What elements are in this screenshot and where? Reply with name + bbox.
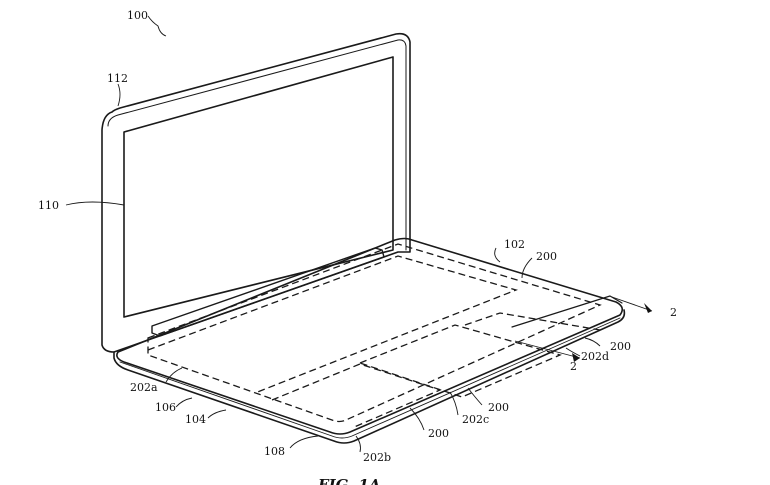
label-202a: 202a xyxy=(130,381,158,394)
region-202a xyxy=(147,255,519,394)
section-line xyxy=(514,296,653,362)
leader-lines xyxy=(65,15,601,453)
base xyxy=(113,237,626,444)
input-regions xyxy=(147,243,602,429)
label-200-mid: 200 xyxy=(488,401,509,414)
label-200-low: 200 xyxy=(428,427,449,440)
label-110: 110 xyxy=(38,199,59,212)
label-200-right: 200 xyxy=(610,340,631,353)
label-200-top: 200 xyxy=(536,250,557,263)
label-102: 102 xyxy=(504,238,525,251)
display-screen xyxy=(123,56,394,318)
display-lid xyxy=(101,32,411,353)
region-202b xyxy=(271,363,442,429)
label-section-2-lower: 2 xyxy=(570,360,577,373)
label-202b: 202b xyxy=(363,451,391,464)
region-202d xyxy=(464,312,601,331)
label-202d: 202d xyxy=(581,350,609,363)
label-100: 100 xyxy=(127,9,148,22)
region-outline xyxy=(147,243,602,423)
figure-caption: FIG. 1A xyxy=(317,476,380,485)
label-108: 108 xyxy=(264,445,285,458)
label-112: 112 xyxy=(107,72,128,85)
label-section-2-right: 2 xyxy=(670,306,677,319)
label-202c: 202c xyxy=(462,413,489,426)
label-104: 104 xyxy=(185,413,206,426)
label-106: 106 xyxy=(155,401,176,414)
